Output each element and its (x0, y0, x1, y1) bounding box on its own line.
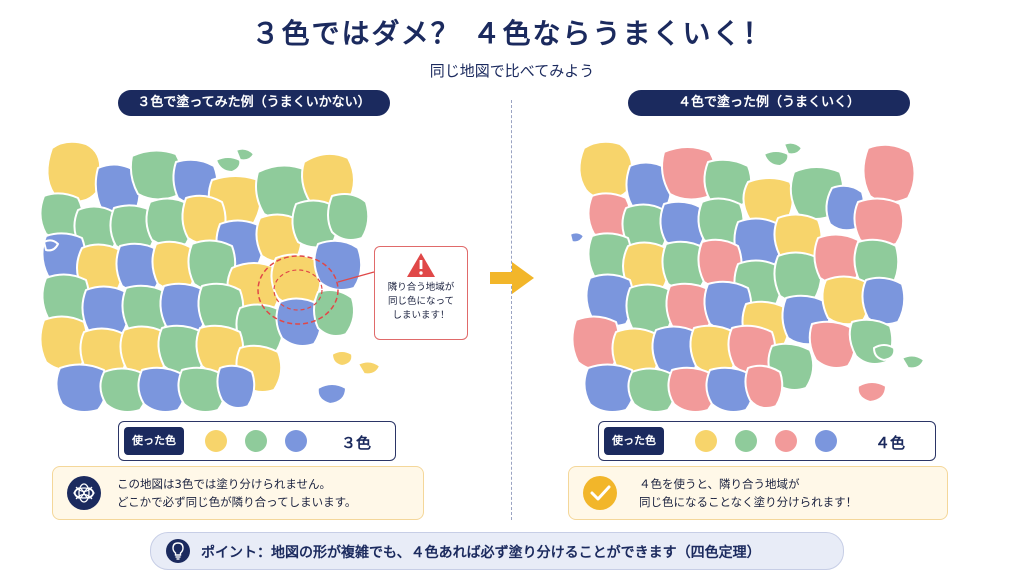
map-island (316, 383, 347, 405)
legend-count: ３色 (341, 434, 372, 452)
map-island (357, 360, 381, 376)
check-circle-icon (583, 476, 617, 510)
right-panel-header: ４色で塗った例（うまくいく） (628, 90, 910, 116)
legend-swatch-yellow (695, 430, 717, 452)
legend-label: 使った色 (604, 427, 664, 455)
map-island (43, 239, 59, 252)
map-region (627, 367, 677, 413)
right-map (569, 140, 925, 413)
note-line: ４色を使うと、隣り合う地域が (639, 477, 800, 491)
map-region (862, 143, 916, 204)
map-island (783, 141, 803, 156)
map-region (129, 149, 183, 201)
callout-line: 同じ色になって (387, 296, 455, 307)
left-panel-header: ３色で塗ってみた例（うまくいかない） (118, 90, 390, 116)
map-island (763, 150, 790, 167)
map-region (705, 366, 755, 413)
note-text: ４色を使うと、隣り合う地域が 同じ色になることなく塗り分けられます！ (639, 475, 857, 511)
map-island (873, 344, 896, 361)
point-banner: ポイント：地図の形が複雑でも、４色あれば必ず塗り分けることができます（四色定理） (150, 532, 844, 570)
left-map (39, 140, 381, 413)
map-island (569, 231, 585, 244)
legend-swatch-blue (285, 430, 307, 452)
left-legend: 使った色 ３色 (118, 421, 396, 461)
legend-swatch-green (735, 430, 757, 452)
map-region (583, 363, 636, 413)
map-region (578, 140, 634, 200)
legend-count: ４色 (875, 434, 906, 452)
map-island (331, 350, 354, 367)
note-text: この地図は3色では塗り分けられません。 どこかで必ず同じ色が隣り合ってしまいます… (117, 475, 356, 511)
lightbulb-icon (166, 539, 190, 563)
map-region (145, 197, 194, 248)
map-region (313, 289, 355, 337)
conflict-circle-outer (257, 255, 339, 325)
map-island (215, 156, 242, 173)
map-region (99, 367, 149, 413)
map-island (235, 147, 255, 162)
map-region (137, 366, 187, 413)
legend-label: 使った色 (124, 427, 184, 455)
warning-triangle-icon (407, 253, 435, 277)
right-note: ４色を使うと、隣り合う地域が 同じ色になることなく塗り分けられます！ (568, 466, 948, 520)
note-line: この地図は3色では塗り分けられません。 (117, 477, 331, 491)
map-region (177, 366, 227, 413)
callout-line: しまいます！ (392, 310, 450, 321)
panel-divider (511, 100, 512, 520)
tangled-lines-icon (67, 476, 101, 510)
legend-swatch-yellow (205, 430, 227, 452)
arrow-right-icon (490, 262, 534, 294)
map-region (327, 193, 370, 241)
map-region (313, 239, 363, 291)
point-text: ポイント：地図の形が複雑でも、４色あれば必ず塗り分けることができます（四色定理） (201, 545, 761, 561)
left-note: この地図は3色では塗り分けられません。 どこかで必ず同じ色が隣り合ってしまいます… (52, 466, 424, 520)
map-island (856, 381, 887, 403)
map-region (744, 364, 784, 409)
legend-swatch-green (245, 430, 267, 452)
map-island (901, 354, 925, 370)
legend-swatch-blue (815, 430, 837, 452)
callout-line: 隣り合う地域が (387, 282, 455, 293)
map-region (216, 364, 256, 409)
note-line: どこかで必ず同じ色が隣り合ってしまいます。 (117, 495, 357, 509)
map-region (667, 366, 717, 413)
map-region (853, 197, 905, 248)
legend-swatch-pink (775, 430, 797, 452)
callout-pointer (337, 271, 375, 283)
map-region (55, 363, 108, 413)
map-region (808, 320, 857, 369)
conflict-callout: 隣り合う地域が 同じ色になって しまいます！ (374, 246, 468, 340)
map-region (275, 297, 323, 347)
conflict-circle-inner (273, 269, 323, 311)
page-title: ３色ではダメ？ ４色ならうまくいく！ (251, 17, 773, 50)
right-legend: 使った色 ４色 (598, 421, 936, 461)
map-region (585, 273, 635, 327)
note-line: 同じ色になることなく塗り分けられます！ (639, 495, 858, 509)
map-region (861, 276, 906, 326)
page-subtitle: 同じ地図で比べてみよう (429, 62, 595, 80)
